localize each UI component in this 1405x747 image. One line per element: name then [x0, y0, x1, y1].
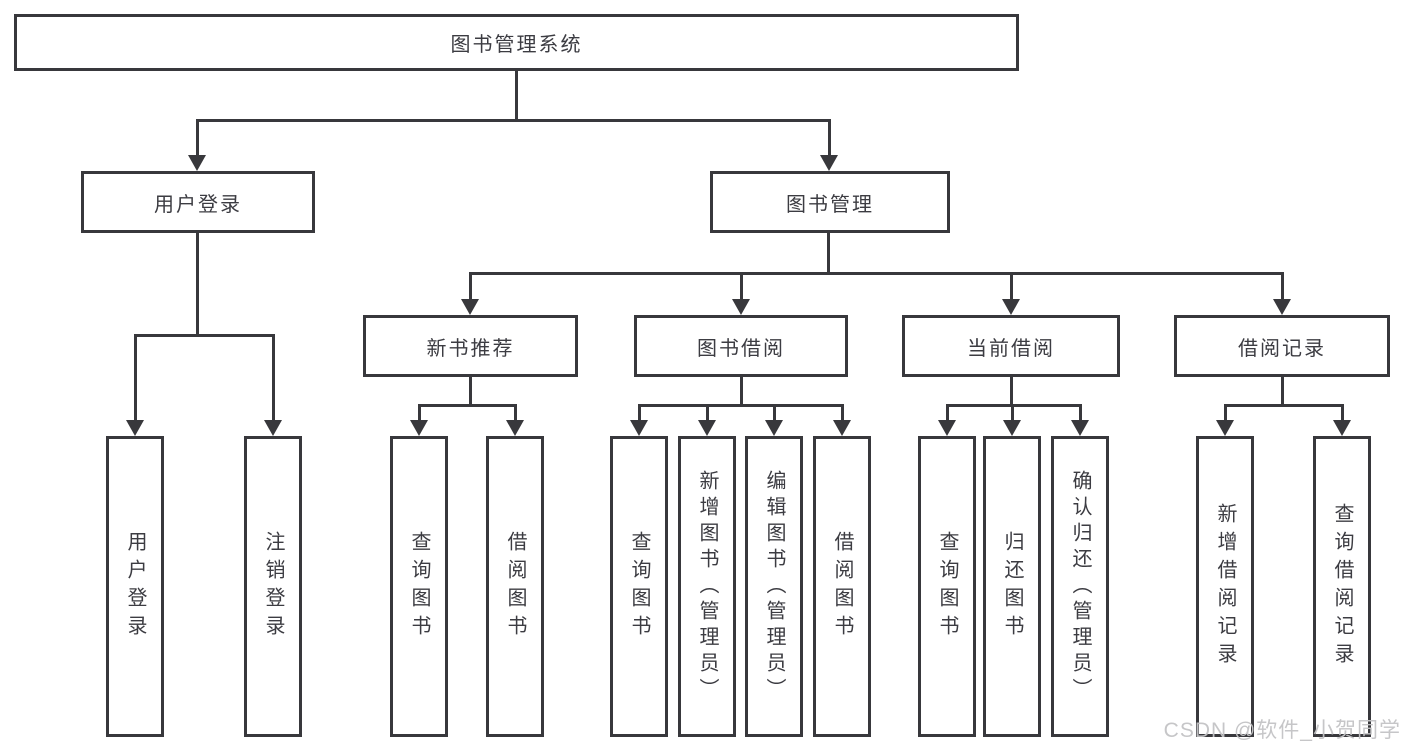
- arrowhead-to-leaf-logout: [264, 334, 282, 436]
- connector-bookmgmt-hline: [469, 272, 1283, 275]
- arrowhead-bb-edit: [765, 404, 783, 436]
- leaf-return-book: 归还图书: [983, 436, 1041, 737]
- node-book-borrowing: 图书借阅: [634, 315, 848, 377]
- connector-currentborrow-stub: [1010, 377, 1013, 407]
- arrowhead-nb-borrow: [506, 404, 524, 436]
- leaf-logout-label: 注销登录: [262, 530, 284, 643]
- arrowhead-br-query: [1333, 404, 1351, 436]
- connector-userlogin-hline: [134, 334, 275, 337]
- leaf-query-borrow-record-label: 查询借阅记录: [1331, 502, 1353, 671]
- leaf-confirm-return-admin-label: 确认归还（管理员）: [1069, 469, 1091, 704]
- leaf-edit-book-admin-label: 编辑图书（管理员）: [763, 469, 785, 704]
- arrowhead-br-add: [1216, 404, 1234, 436]
- arrowhead-to-leaf-user-login: [126, 334, 144, 436]
- connector-currentborrow-hline: [946, 404, 1082, 407]
- leaf-query-borrow-record: 查询借阅记录: [1313, 436, 1371, 737]
- leaf-query-book-current-label: 查询图书: [936, 530, 958, 643]
- leaf-borrow-book-borrowing: 借阅图书: [813, 436, 871, 737]
- node-new-book-recommend: 新书推荐: [363, 315, 578, 377]
- connector-bookborrow-stub: [740, 377, 743, 407]
- leaf-add-borrow-record-label: 新增借阅记录: [1214, 502, 1236, 671]
- arrowhead-cb-return: [1003, 404, 1021, 436]
- arrowhead-nb-query: [410, 404, 428, 436]
- connector-root-hline: [197, 119, 831, 122]
- arrowhead-bb-query: [630, 404, 648, 436]
- arrowhead-to-current-borrow: [1002, 272, 1020, 315]
- leaf-return-book-label: 归还图书: [1001, 530, 1023, 643]
- csdn-watermark: CSDN @软件_小贺同学: [1163, 719, 1401, 742]
- leaf-query-book-borrowing-label: 查询图书: [628, 530, 650, 643]
- connector-newbook-stub: [469, 377, 472, 407]
- node-borrowing-records: 借阅记录: [1174, 315, 1390, 377]
- connector-userlogin-stub: [196, 233, 199, 337]
- leaf-borrow-book-borrowing-label: 借阅图书: [831, 530, 853, 643]
- leaf-add-borrow-record: 新增借阅记录: [1196, 436, 1254, 737]
- leaf-confirm-return-admin: 确认归还（管理员）: [1051, 436, 1109, 737]
- leaf-add-book-admin: 新增图书（管理员）: [678, 436, 736, 737]
- leaf-borrow-book-newbook-label: 借阅图书: [504, 530, 526, 643]
- leaf-user-login: 用户登录: [106, 436, 164, 737]
- leaf-query-book-newbook: 查询图书: [390, 436, 448, 737]
- connector-bookborrow-hline: [638, 404, 844, 407]
- leaf-user-login-label: 用户登录: [124, 530, 146, 643]
- arrowhead-bb-borrow: [833, 404, 851, 436]
- connector-borrowrecord-stub: [1281, 377, 1284, 407]
- leaf-logout: 注销登录: [244, 436, 302, 737]
- arrowhead-to-book-mgmt: [820, 119, 838, 171]
- node-root-library-system: 图书管理系统: [14, 14, 1019, 71]
- arrowhead-to-book-borrow: [732, 272, 750, 315]
- arrowhead-cb-confirm: [1071, 404, 1089, 436]
- leaf-add-book-admin-label: 新增图书（管理员）: [696, 469, 718, 704]
- node-book-management: 图书管理: [710, 171, 950, 233]
- leaf-edit-book-admin: 编辑图书（管理员）: [745, 436, 803, 737]
- leaf-query-book-borrowing: 查询图书: [610, 436, 668, 737]
- arrowhead-cb-query: [938, 404, 956, 436]
- connector-bookmgmt-stub: [827, 233, 830, 275]
- arrowhead-to-new-book: [461, 272, 479, 315]
- arrowhead-to-user-login: [188, 119, 206, 171]
- connector-root-stub: [515, 71, 518, 121]
- arrowhead-to-borrow-record: [1273, 272, 1291, 315]
- node-user-login: 用户登录: [81, 171, 315, 233]
- node-current-borrowing: 当前借阅: [902, 315, 1120, 377]
- leaf-query-book-current: 查询图书: [918, 436, 976, 737]
- connector-newbook-hline: [418, 404, 517, 407]
- arrowhead-bb-add: [698, 404, 716, 436]
- leaf-query-book-newbook-label: 查询图书: [408, 530, 430, 643]
- connector-borrowrecord-hline: [1224, 404, 1344, 407]
- leaf-borrow-book-newbook: 借阅图书: [486, 436, 544, 737]
